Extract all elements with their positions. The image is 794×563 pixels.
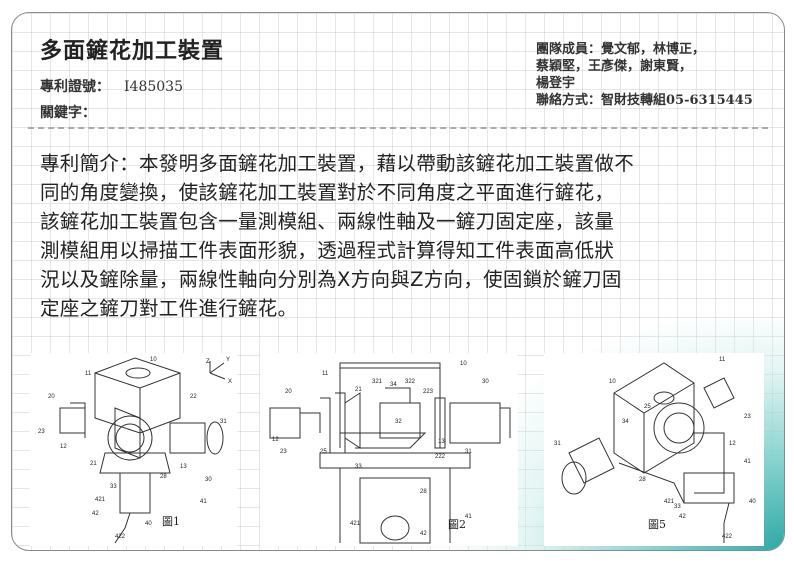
part-label: 30 — [482, 379, 489, 385]
part-label: 33 — [355, 464, 362, 470]
part-label: 32 — [395, 419, 402, 425]
summary-line: 定座之鏟刀對工件進行鏟花。 — [40, 294, 634, 323]
figure-1-drawing: 10 11 20 23 12 21 22 31 30 13 28 33 421 41 42 40 422 Z Y X — [30, 353, 237, 546]
part-label: 34 — [622, 419, 629, 425]
divider — [28, 127, 768, 129]
summary-line: 測模組用以掃描工件表面形貌，透過程式計算得知工件表面高低狀 — [40, 236, 634, 265]
summary-line: 專利簡介：本發明多面鏟花加工裝置，藉以帶動該鏟花加工裝置做不 — [40, 149, 634, 178]
figure-2: 10 11 20 21 321 34 322 223 30 2312 25 33 32 222 13 31 28… — [260, 353, 518, 546]
page-title: 多面鏟花加工裝置 — [40, 33, 224, 65]
summary-line: 同的角度變換，使該鏟花加工裝置對於不同角度之平面進行鏟花， — [40, 178, 634, 207]
part-label: 21 — [355, 387, 362, 393]
patent-number: 專利證號： I485035 — [40, 76, 183, 96]
part-label: 31 — [465, 449, 472, 455]
part-label: 10 — [609, 379, 616, 385]
team-line: 楊登宇 — [536, 75, 753, 92]
part-label: 42 — [679, 514, 686, 520]
part-label: 10 — [150, 357, 157, 363]
summary-line: 該鏟花加工裝置包含一量測模組、兩線性軸及一鏟刀固定座，該量 — [40, 207, 634, 236]
keywords-label: 關鍵字： — [40, 102, 96, 122]
figure-1: 10 11 20 23 12 21 22 31 30 13 28 33 421 41 42 40 422 Z Y X — [30, 353, 237, 546]
figure-2-caption: 圖2 — [448, 516, 466, 532]
part-label: 40 — [145, 521, 152, 527]
part-label: 42 — [420, 531, 427, 537]
part-label: 41 — [744, 459, 751, 465]
part-label: 25 — [320, 449, 327, 455]
part-label: 422 — [722, 534, 733, 540]
team-line: 蔡穎堅，王彥傑，謝東賢， — [536, 58, 753, 75]
team-info: 團隊成員：覺文郁，林博正， 蔡穎堅，王彥傑，謝東賢， 楊登宇 聯絡方式：智財技轉… — [536, 41, 753, 109]
part-label: 222 — [435, 454, 446, 460]
part-label: X — [228, 379, 232, 385]
part-label: 25 — [644, 404, 651, 410]
part-label: 23 — [38, 429, 45, 435]
part-label: 13 — [180, 464, 187, 470]
figure-1-caption: 圖1 — [162, 513, 180, 529]
part-label: 40 — [749, 499, 756, 505]
contact-info: 聯絡方式：智財技轉組05-6315445 — [536, 92, 753, 109]
part-label: 31 — [554, 441, 561, 447]
part-label: 30 — [205, 477, 212, 483]
summary-line: 況以及鏟除量，兩線性軸向分別為X方向與Z方向，使固鎖於鏟刀固 — [40, 265, 634, 294]
part-label: 22 — [190, 394, 197, 400]
part-label: 11 — [719, 357, 726, 363]
part-label: 11 — [322, 371, 329, 377]
patent-number-label: 專利證號： — [40, 79, 110, 95]
part-label: 42 — [92, 511, 99, 517]
part-label: 11 — [85, 371, 92, 377]
team-line: 團隊成員：覺文郁，林博正， — [536, 41, 753, 58]
part-label: 20 — [48, 394, 55, 400]
part-label: Y — [226, 357, 230, 363]
part-label: 28 — [420, 489, 427, 495]
part-label: 321 — [372, 379, 383, 385]
part-label: 322 — [405, 379, 416, 385]
part-label: 12 — [729, 441, 736, 447]
part-label: 223 — [423, 389, 434, 395]
part-label: 21 — [90, 461, 97, 467]
part-label: 12 — [272, 437, 279, 443]
part-label: 12 — [60, 444, 67, 450]
part-label: 421 — [350, 521, 361, 527]
part-label: 33 — [110, 484, 117, 490]
part-label: 13 — [438, 439, 445, 445]
figure-2-drawing: 10 11 20 21 321 34 322 223 30 2312 25 33 32 222 13 31 28… — [260, 353, 518, 546]
part-label: 10 — [460, 361, 467, 367]
patent-number-value: I485035 — [124, 79, 183, 95]
part-label: 20 — [285, 389, 292, 395]
part-label: 23 — [744, 414, 751, 420]
part-label: 34 — [390, 382, 397, 388]
part-label: 41 — [465, 514, 472, 520]
part-label: 23 — [280, 449, 287, 455]
part-label: 28 — [160, 474, 167, 480]
part-label: 41 — [200, 499, 207, 505]
part-label: 28 — [639, 477, 646, 483]
part-label: Z — [206, 359, 210, 365]
figure-5-caption: 圖5 — [648, 516, 666, 532]
part-label: 421 — [95, 497, 106, 503]
part-label: 33 — [674, 504, 681, 510]
part-label: 422 — [115, 534, 126, 540]
part-label: 31 — [220, 419, 227, 425]
part-label: 421 — [664, 499, 675, 505]
patent-card: 多面鏟花加工裝置 專利證號： I485035 關鍵字： 團隊成員：覺文郁，林博正，… — [11, 12, 785, 551]
patent-summary: 專利簡介：本發明多面鏟花加工裝置，藉以帶動該鏟花加工裝置做不 同的角度變換，使該… — [40, 149, 634, 323]
